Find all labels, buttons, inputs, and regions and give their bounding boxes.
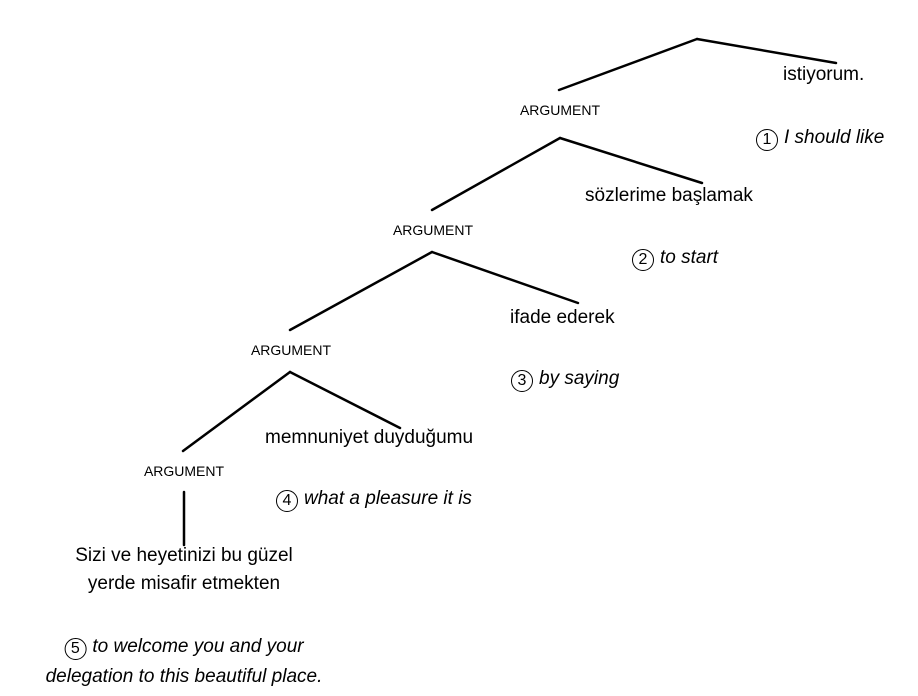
gloss-1-text: I should like [784, 127, 885, 148]
circled-number-4: 4 [276, 490, 298, 512]
edge-arg3-right [288, 370, 402, 430]
edge-arg2-left [288, 250, 434, 332]
node-argument-4: ARGUMENT [143, 463, 225, 479]
turkish-word-4: memnuniyet duyduğumu [265, 427, 474, 448]
circled-number-1: 1 [756, 129, 778, 151]
turkish-phrase-5-line1: Sizi ve heyetinizi bu güzel [75, 545, 293, 566]
turkish-word-2: sözlerime başlamak [585, 185, 753, 206]
edge-arg2-right [430, 250, 580, 305]
edge-arg1-right [558, 136, 704, 185]
node-argument-1: ARGUMENT [519, 102, 601, 118]
node-argument-2: ARGUMENT [392, 222, 474, 238]
edge-root-right [695, 37, 838, 65]
gloss-4: 4 what a pleasure it is [276, 488, 472, 512]
turkish-phrase-5-line2: yerde misafir etmekten [87, 573, 281, 594]
gloss-4-text: what a pleasure it is [304, 488, 472, 509]
turkish-phrase-5: Sizi ve heyetinizi bu güzel yerde misafi… [75, 545, 293, 595]
gloss-5-text-line2: delegation to this beautiful place. [45, 666, 323, 687]
edge-arg3-left [181, 370, 292, 453]
turkish-word-3: ifade ederek [510, 307, 615, 328]
gloss-1: 1 I should like [756, 127, 884, 151]
edge-root-left [557, 37, 699, 92]
circled-number-2: 2 [632, 249, 654, 271]
edge-arg1-left [430, 136, 562, 212]
gloss-5-text-line1: to welcome you and your [92, 636, 304, 657]
gloss-3-text: by saying [539, 368, 620, 389]
gloss-2: 2 to start [632, 247, 718, 271]
gloss-2-text: to start [660, 247, 719, 268]
node-argument-3: ARGUMENT [250, 342, 332, 358]
gloss-3: 3 by saying [511, 368, 619, 392]
circled-number-3: 3 [511, 370, 533, 392]
turkish-word-1: istiyorum. [783, 64, 865, 85]
circled-number-5: 5 [64, 638, 87, 660]
